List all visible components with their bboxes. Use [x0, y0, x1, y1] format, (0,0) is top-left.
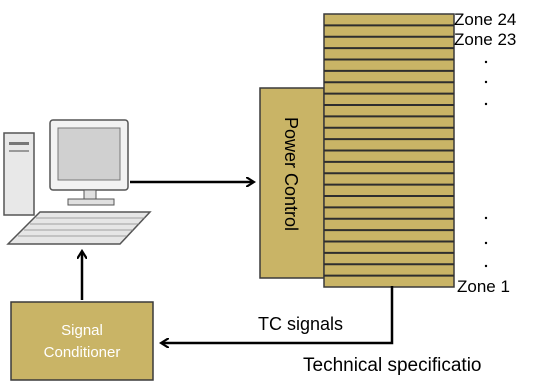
power-control-box — [259, 87, 325, 279]
power-control-label: Power Control — [281, 117, 301, 231]
signal-conditioner-line2: Conditioner — [44, 344, 121, 361]
computer-icon — [3, 119, 152, 245]
zone-23-label: Zone 23 — [454, 30, 516, 49]
zone-heater-stack — [323, 13, 455, 288]
tc-signal-arrow — [162, 286, 394, 343]
zone-1-label: Zone 1 — [457, 277, 510, 296]
footer-caption: Technical specificatio — [303, 355, 482, 376]
tc-signals-label: TC signals — [258, 314, 343, 334]
zone-ellipsis-dots-lower — [484, 216, 488, 268]
signal-conditioner-box — [10, 301, 154, 381]
zone-ellipsis-dots-upper — [484, 60, 488, 106]
zone-24-label: Zone 24 — [454, 10, 516, 29]
signal-conditioner-line1: Signal — [61, 322, 103, 339]
